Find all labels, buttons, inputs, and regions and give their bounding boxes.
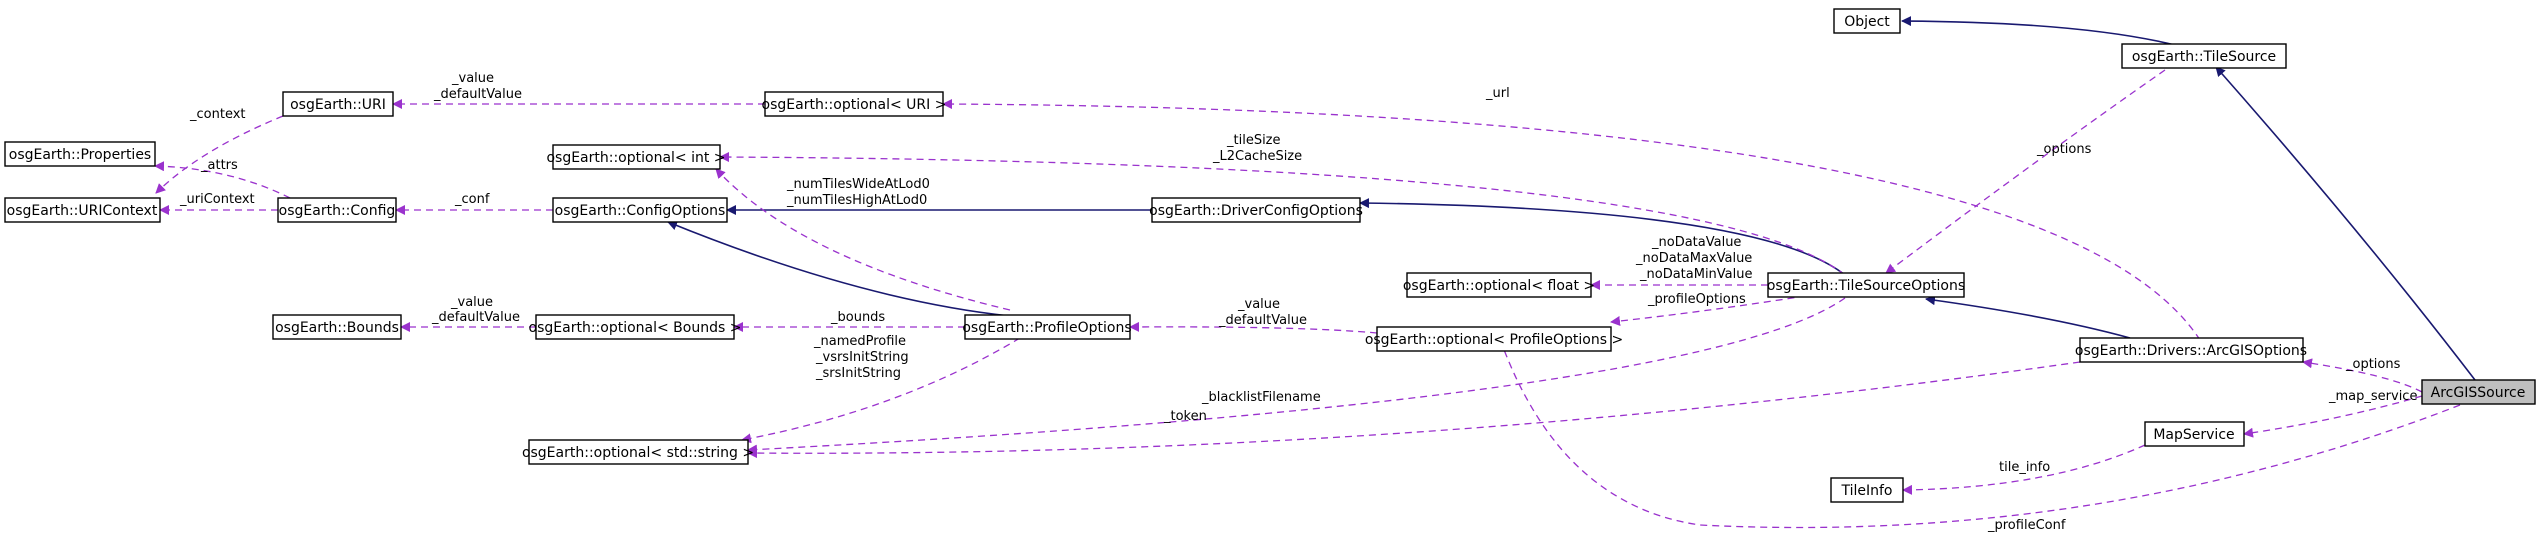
edge-label-uri-value: _value [451,71,494,86]
class-nodes: Object osgEarth::TileSource osgEarth::UR… [4,8,2536,503]
edge-config-properties [154,161,291,199]
node-object[interactable]: Object [1833,8,1901,34]
node-arcgisoptions[interactable]: osgEarth::Drivers::ArcGISOptions [2075,337,2307,363]
node-tilesourceoptions[interactable]: osgEarth::TileSourceOptions [1767,272,1965,298]
edge-profileoptions-optionalint [715,168,1011,311]
edge-label-url: _url [1485,86,1510,101]
edge-arcgissource-mapservice [2243,395,2423,438]
node-label: osgEarth::optional< std::string > [522,445,754,461]
node-arcgissource[interactable]: ArcGISSource [2421,379,2536,405]
edge-tilesourceoptions-optionalstring [747,297,1846,455]
edge-mapservice-tileinfo [1902,444,2146,495]
node-optional-string[interactable]: osgEarth::optional< std::string > [522,439,754,465]
edge-label-profileconf: _profileConf [1987,518,2066,533]
edge-label-tile-info: tile_info [1999,460,2050,475]
node-label: osgEarth::Drivers::ArcGISOptions [2075,343,2307,359]
edge-arcgisoptions-optionaluri [942,99,2201,341]
edge-labels: _context _value _defaultValue _url _attr… [179,71,2417,533]
edge-uri-uricontext [155,115,284,194]
edge-label-namedprofile: _namedProfile [813,334,906,349]
edge-label-nodatamax: _noDataMaxValue [1635,251,1752,266]
edge-label-srsinit: _srsInitString [815,366,901,381]
edge-label-nodatamin: _noDataMinValue [1639,267,1753,282]
node-label: ArcGISSource [2431,385,2526,401]
node-label: osgEarth::Config [279,203,396,219]
edge-arcgisoptions-optionalstring [747,361,2081,459]
edge-label-options-tilesource: _options [2036,142,2092,157]
node-tilesource[interactable]: osgEarth::TileSource [2121,43,2287,69]
node-label: osgEarth::Properties [9,147,151,163]
node-optional-int[interactable]: osgEarth::optional< int > [546,144,726,170]
node-label: osgEarth::ConfigOptions [555,203,726,219]
edge-label-uri-default: _defaultValue [433,87,522,102]
node-label: osgEarth::URIContext [7,203,158,219]
node-label: osgEarth::URI [290,97,386,113]
edge-label-numtileshigh: _numTilesHighAtLod0 [786,193,927,208]
edge-arcgissource-tilesource [2215,66,2476,381]
node-bounds[interactable]: osgEarth::Bounds [272,314,402,340]
node-label: osgEarth::optional< ProfileOptions > [1365,332,1623,348]
node-optional-profileoptions[interactable]: osgEarth::optional< ProfileOptions > [1365,326,1623,352]
edge-arcgissource-optionalprofileoptions [1498,338,2461,529]
edge-tilesourceoptions-optionalint [719,152,1846,276]
node-optional-bounds[interactable]: osgEarth::optional< Bounds > [529,314,742,340]
node-label: osgEarth::optional< Bounds > [529,320,742,336]
edge-label-blacklist: _blacklistFilename [1201,390,1321,405]
node-optional-uri[interactable]: osgEarth::optional< URI > [762,91,947,117]
edge-label-vsrsinit: _vsrsInitString [815,350,909,365]
node-label: osgEarth::DriverConfigOptions [1149,203,1363,219]
node-optional-float[interactable]: osgEarth::optional< float > [1403,272,1595,298]
node-label: osgEarth::optional< int > [546,150,725,166]
usage-edges [154,69,2461,529]
edge-label-l2cachesize: _L2CacheSize [1212,149,1302,164]
edge-label-token: _token [1163,409,1207,424]
edge-label-bounds: _bounds [830,310,885,325]
node-driverconfigoptions[interactable]: osgEarth::DriverConfigOptions [1149,197,1363,223]
edge-optionalprofileoptions-profileoptions [1129,321,1378,334]
node-label: osgEarth::ProfileOptions [962,320,1131,336]
edge-label-map-service: _map_service [2328,389,2417,404]
node-label: osgEarth::TileSourceOptions [1767,278,1965,294]
edge-label-uricontext: _uriContext [179,192,255,207]
node-label: osgEarth::TileSource [2132,49,2276,65]
node-label: osgEarth::optional< URI > [762,97,947,113]
node-label: osgEarth::optional< float > [1403,278,1595,294]
edge-profileoptions-configoptions [667,220,1011,317]
node-configoptions[interactable]: osgEarth::ConfigOptions [552,197,728,223]
edge-label-bounds-value: _value [450,295,493,310]
node-uricontext[interactable]: osgEarth::URIContext [4,197,161,223]
node-profileoptions[interactable]: osgEarth::ProfileOptions [962,314,1132,340]
edge-profileoptions-optionalstring [741,337,1021,444]
edge-label-context: _context [189,107,246,122]
node-label: MapService [2153,427,2234,443]
edge-label-numtileswide: _numTilesWideAtLod0 [786,177,930,192]
node-tileinfo[interactable]: TileInfo [1830,477,1904,503]
edge-label-conf: _conf [454,192,490,207]
node-uri[interactable]: osgEarth::URI [282,91,394,117]
node-label: TileInfo [1840,483,1892,499]
node-mapservice[interactable]: MapService [2144,421,2245,447]
edge-label-tilesize: _tileSize [1226,133,1281,148]
node-label: Object [1844,14,1890,30]
edge-tilesourceoptions-driverconfigoptions [1359,198,1846,276]
node-properties[interactable]: osgEarth::Properties [4,141,156,167]
edge-label-bounds-default: _defaultValue [431,310,520,325]
edge-tilesource-object [1901,16,2176,46]
inheritance-edges [667,16,2476,381]
edge-label-attrs: _attrs [200,158,238,173]
edge-label-po-default: _defaultValue [1218,313,1307,328]
edge-arcgissource-arcgisoptions [2302,358,2423,393]
edge-label-nodatavalue: _noDataValue [1651,235,1741,250]
edge-label-options-arcgis: _options [2345,357,2401,372]
edge-label-profileoptions: _profileOptions [1647,292,1746,307]
node-config[interactable]: osgEarth::Config [277,197,397,223]
edge-tilesourceoptions-tilesource [1885,69,2166,274]
edge-label-po-value: _value [1237,297,1280,312]
edge-arcgisoptions-tilesourceoptions [1925,295,2131,339]
node-label: osgEarth::Bounds [275,320,399,336]
